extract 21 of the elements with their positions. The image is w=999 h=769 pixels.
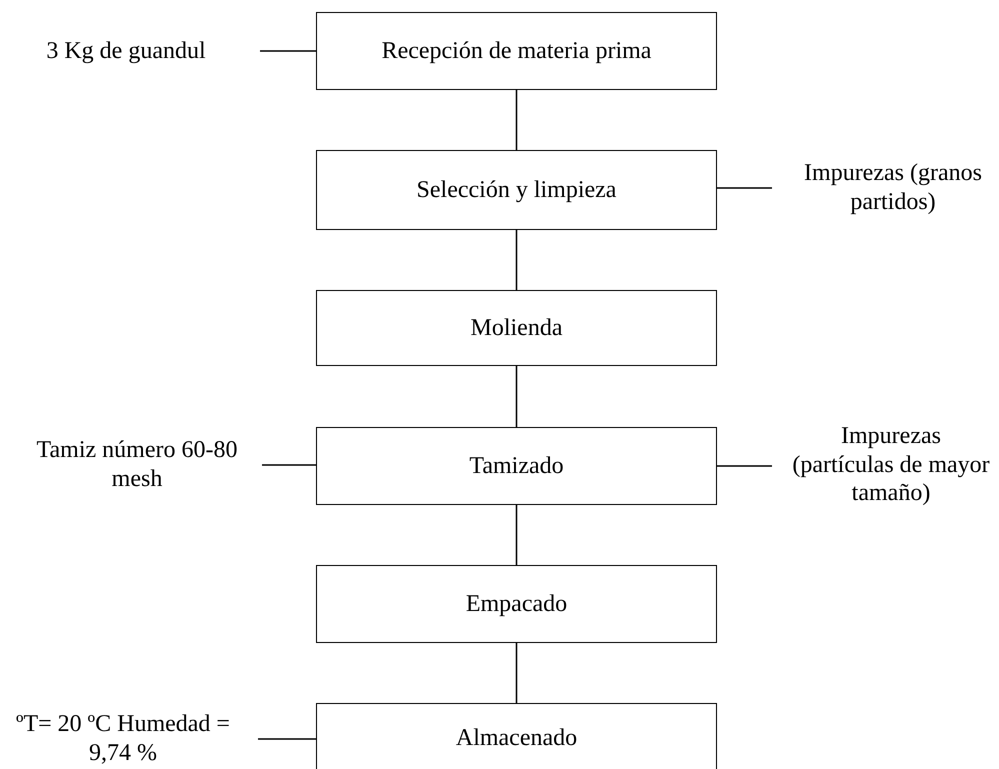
side-note: Tamiz número 60-80 mesh: [20, 435, 262, 495]
side-note: ºT= 20 ºC Humedad = 9,74 %: [0, 710, 258, 768]
process-box: Tamizado: [316, 427, 717, 505]
connector-line: [516, 643, 518, 703]
side-note: 3 Kg de guandul: [20, 30, 260, 72]
process-box: Selección y limpieza: [316, 150, 717, 230]
side-note: Impurezas (partículas de mayor tamaño): [772, 405, 994, 525]
connector-line: [262, 464, 316, 466]
connector-line: [516, 230, 518, 290]
side-note: Impurezas (granos partidos): [772, 158, 994, 218]
connector-line: [516, 505, 518, 565]
process-box: Empacado: [316, 565, 717, 643]
process-box: Almacenado: [316, 703, 717, 769]
connector-line: [717, 465, 772, 467]
connector-line: [717, 187, 772, 189]
connector-line: [260, 50, 316, 52]
process-box: Recepción de materia prima: [316, 12, 717, 90]
connector-line: [516, 366, 518, 427]
process-box: Molienda: [316, 290, 717, 366]
connector-line: [258, 738, 316, 740]
connector-line: [516, 90, 518, 150]
